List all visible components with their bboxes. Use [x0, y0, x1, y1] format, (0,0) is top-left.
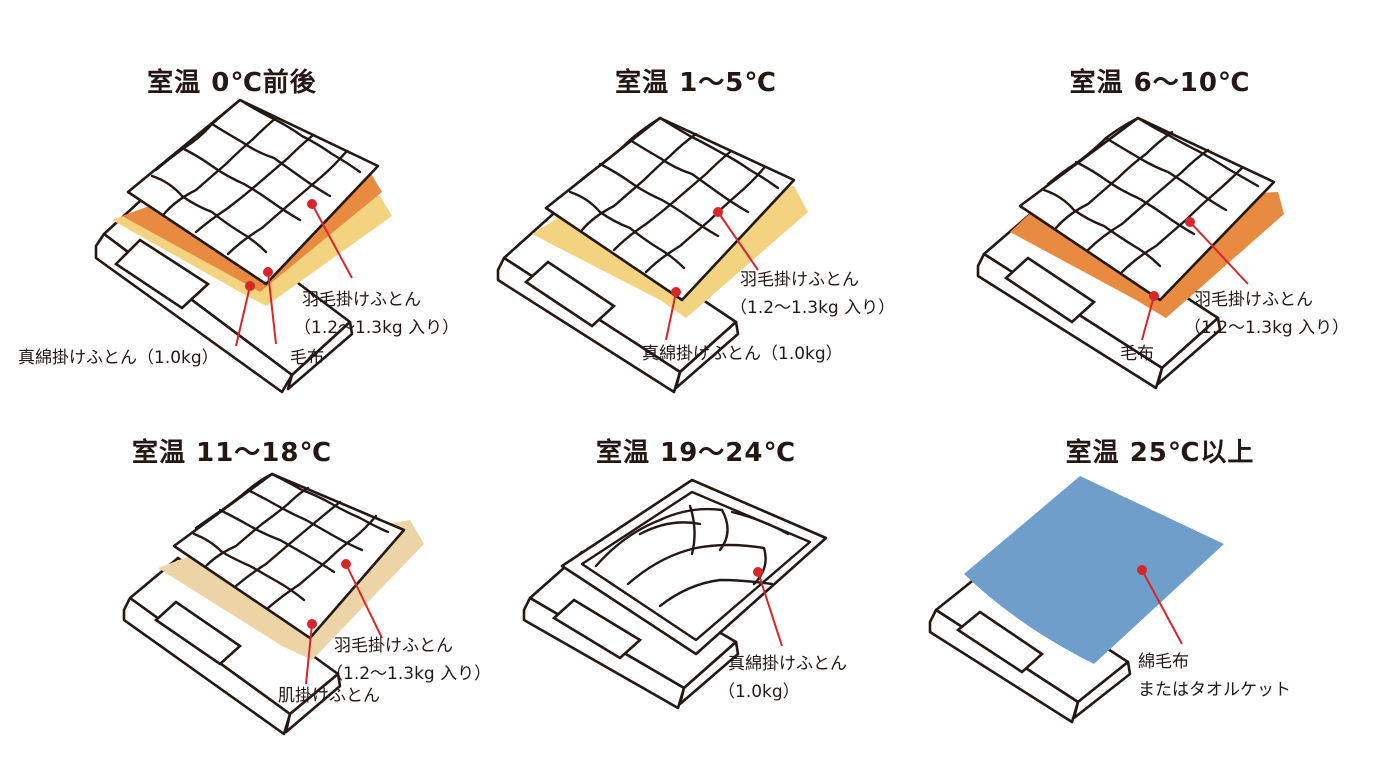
marker-dot [671, 287, 681, 297]
towel-blanket [964, 476, 1224, 664]
pillow [113, 238, 211, 310]
bedding-illustration [122, 472, 424, 736]
panel-25c: 室温 25℃以上 綿毛布 またはタオルケット [928, 384, 1392, 768]
label-down-duvet: 羽毛掛けふとん [1194, 290, 1313, 310]
panel-title: 室温 25℃以上 [1065, 438, 1255, 468]
pillow [153, 600, 243, 666]
panel-title: 室温 6〜10℃ [1069, 68, 1251, 98]
label-cotton-quilt: 真綿掛けふとん [728, 654, 847, 674]
leader-line-towel [1141, 569, 1183, 645]
leader-line-down-duvet [311, 203, 353, 279]
label-down-duvet-weight: （1.2〜1.3kg 入り） [326, 664, 492, 684]
panel-0c: 室温 0℃前後 羽毛掛けふとん （1.2〜1.3kg 入り） 真綿掛けふとん（1… [0, 0, 464, 394]
mattress [122, 556, 342, 736]
panel-title: 室温 1〜5℃ [615, 68, 777, 98]
down-duvet [1018, 116, 1276, 302]
marker-dot [1185, 217, 1195, 227]
quilt-outline [580, 490, 812, 642]
duvet-quilting [568, 116, 780, 274]
panel-1-5c: 室温 1〜5℃ 羽毛掛けふとん （1.2〜1.3kg 入り） 真綿掛けふとん（1… [464, 0, 928, 394]
label-cotton-quilt: 真綿掛けふとん（1.0kg） [18, 348, 219, 368]
label-down-duvet: 羽毛掛けふとん [740, 270, 859, 290]
panel-title: 室温 19〜24℃ [596, 438, 796, 468]
label-down-duvet: 羽毛掛けふとん [302, 290, 421, 310]
bedding-illustration [976, 116, 1284, 390]
pillow [1003, 256, 1097, 324]
leader-line-cotton-quilt [665, 291, 677, 341]
mattress [928, 568, 1132, 724]
marker-dot [307, 199, 317, 209]
bedding-illustration [928, 476, 1224, 724]
cotton-quilt [560, 478, 828, 656]
leader-line-thin-quilt [305, 623, 313, 685]
label-towel-blanket: またはタオルケット [1138, 680, 1291, 700]
panel-19-24c: 室温 19〜24℃ 真綿掛けふとん （1.0kg） [464, 384, 928, 768]
leader-line-blanket [267, 271, 277, 345]
bedding-illustration [496, 116, 808, 394]
leader-line-down-duvet [717, 211, 759, 271]
label-blanket: 毛布 [290, 348, 324, 368]
marker-dot [263, 267, 273, 277]
pillow [523, 260, 617, 328]
marker-dot [245, 281, 255, 291]
marker-dot [713, 207, 723, 217]
duvet-quilting [192, 472, 390, 610]
panel-11-18c: 室温 11〜18℃ 羽毛掛けふとん （1.2〜1.3kg 入り） 肌掛けふとん [0, 384, 491, 768]
label-down-duvet-weight: （1.2〜1.3kg 入り） [294, 318, 460, 338]
leader-line-cotton-quilt [235, 285, 251, 347]
panel-title: 室温 0℃前後 [147, 68, 317, 98]
pillow [955, 610, 1045, 674]
marker-dot [341, 559, 351, 569]
leader-line-down-duvet [1189, 221, 1249, 285]
panel-title: 室温 11〜18℃ [132, 438, 332, 468]
label-down-duvet-weight: （1.2〜1.3kg 入り） [1184, 318, 1350, 338]
leader-line-cotton-quilt [757, 571, 783, 647]
marker-dot [1137, 565, 1147, 575]
bedding-illustration [94, 98, 392, 394]
label-blanket: 毛布 [1120, 344, 1154, 364]
label-cotton-quilt-weight: （1.0kg） [718, 682, 800, 702]
pillow [551, 598, 643, 660]
leader-line-blanket [1141, 295, 1155, 341]
marker-dot [753, 567, 763, 577]
label-cotton-quilt: 真綿掛けふとん（1.0kg） [642, 344, 843, 364]
marker-dot [1149, 291, 1159, 301]
label-down-duvet-weight: （1.2〜1.3kg 入り） [730, 298, 896, 318]
panel-6-10c: 室温 6〜10℃ 羽毛掛けふとん （1.2〜1.3kg 入り） 毛布 [928, 0, 1392, 390]
leader-line-down-duvet [345, 563, 383, 639]
duvet-quilting [150, 98, 362, 256]
label-cotton-blanket: 綿毛布 [1138, 652, 1189, 672]
bedding-illustration [522, 478, 828, 710]
label-thin-quilt: 肌掛けふとん [278, 686, 380, 706]
down-duvet [126, 98, 380, 286]
label-down-duvet: 羽毛掛けふとん [334, 636, 453, 656]
marker-dot [307, 619, 317, 629]
